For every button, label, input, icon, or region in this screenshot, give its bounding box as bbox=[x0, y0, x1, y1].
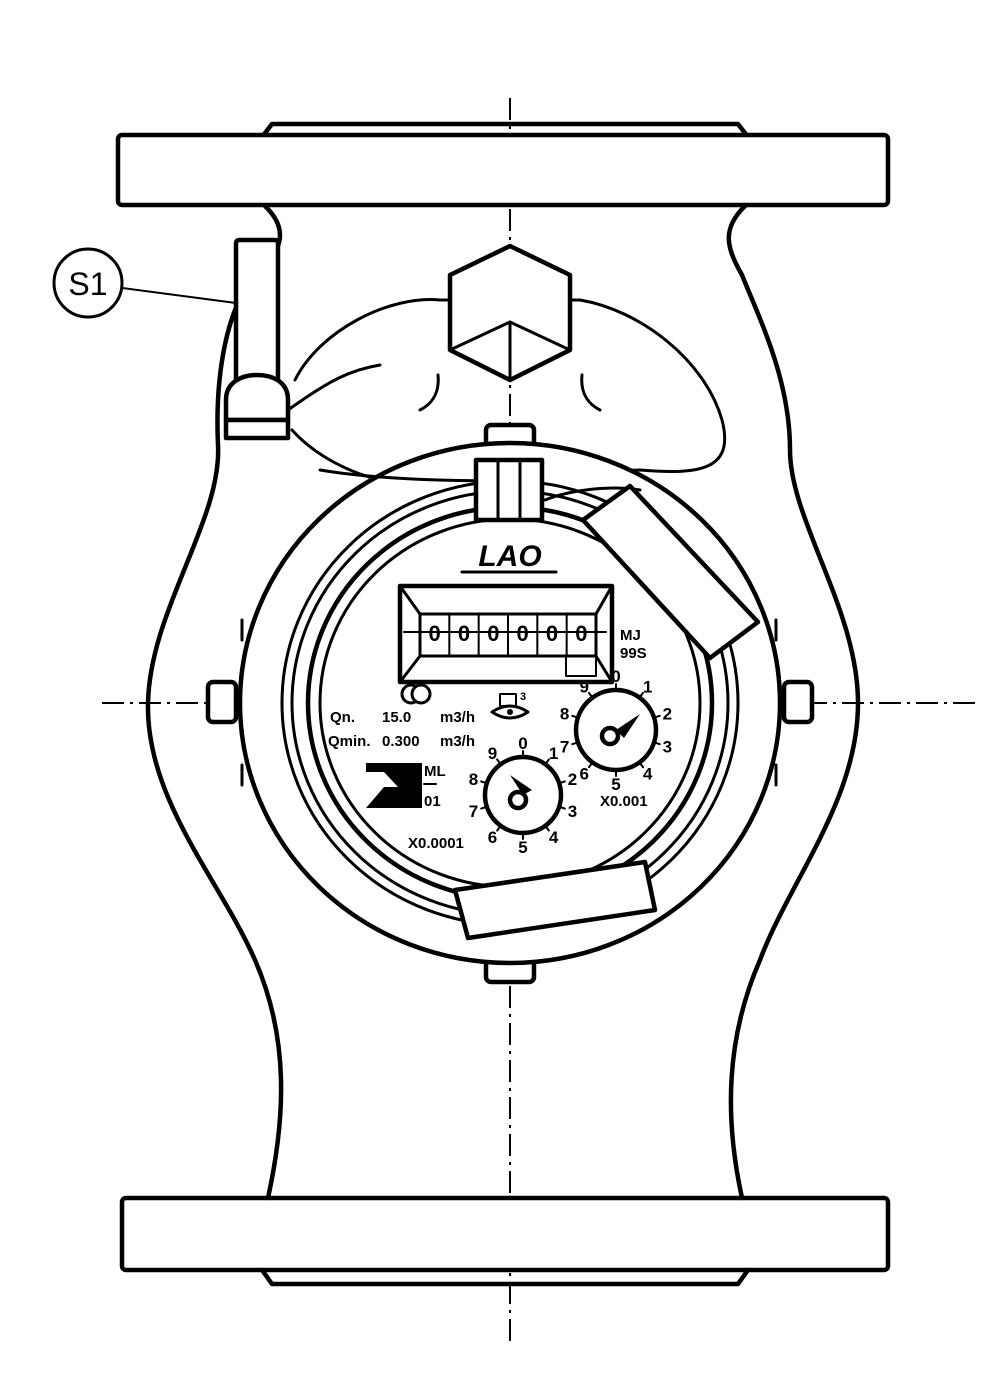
qmin-label: Qmin. bbox=[328, 733, 371, 750]
dial-tick bbox=[480, 805, 488, 810]
top-flange bbox=[115, 121, 891, 208]
class-mark-line1: ML bbox=[424, 763, 446, 780]
bottom-flange bbox=[119, 1195, 891, 1287]
side-lugs bbox=[205, 618, 815, 787]
dial-tick bbox=[558, 805, 566, 810]
eye-symbol-icon bbox=[490, 704, 530, 720]
dial-number: 0 bbox=[518, 734, 527, 753]
s1-part bbox=[223, 237, 382, 441]
dial-tick bbox=[544, 758, 550, 766]
dial-tick bbox=[587, 761, 594, 769]
dial-number: 1 bbox=[549, 744, 558, 763]
inlet-nut bbox=[290, 243, 727, 482]
dial-small-pointer bbox=[510, 775, 532, 795]
dial-number: 4 bbox=[643, 765, 653, 784]
qn-value: 15.0 bbox=[382, 709, 411, 726]
brand-logo: LAO bbox=[460, 540, 558, 574]
dial-number: 6 bbox=[580, 765, 589, 784]
lid-hinge bbox=[318, 457, 642, 523]
dial-tick bbox=[571, 741, 579, 746]
register-unit-code: 99S bbox=[620, 645, 647, 662]
calibration-mark-icon bbox=[400, 683, 432, 705]
qmin-value: 0.300 bbox=[382, 733, 420, 750]
cubic-meter-symbol-icon: 3 bbox=[499, 691, 526, 707]
svg-text:3: 3 bbox=[520, 691, 526, 703]
lid-tab-bottom bbox=[452, 859, 658, 941]
approval-mark-icon: ML 01 bbox=[366, 763, 446, 810]
register-digit: 0 bbox=[546, 621, 558, 646]
dial-large-multiplier: X0.001 bbox=[600, 793, 648, 810]
dial-tick bbox=[638, 691, 645, 699]
lid-tab-right bbox=[580, 483, 761, 661]
qmin-unit: m3/h bbox=[440, 733, 475, 750]
s1-callout-circle bbox=[52, 247, 124, 319]
s1-callout: S1 bbox=[52, 247, 237, 319]
dial-number: 8 bbox=[560, 704, 569, 723]
dial-number: 6 bbox=[488, 828, 497, 847]
dial-tick bbox=[558, 780, 566, 785]
s1-leader-line bbox=[121, 287, 237, 304]
dial-tick bbox=[653, 741, 661, 746]
register-digit: 0 bbox=[487, 621, 499, 646]
dial-tick bbox=[480, 780, 488, 785]
dial-number: 2 bbox=[568, 770, 577, 789]
s1-callout-label: S1 bbox=[68, 266, 107, 302]
register-digit: 0 bbox=[458, 621, 470, 646]
qn-unit: m3/h bbox=[440, 709, 475, 726]
dial-number: 8 bbox=[469, 770, 478, 789]
dial-small-multiplier: X0.0001 bbox=[408, 835, 464, 852]
dial-number: 9 bbox=[580, 677, 589, 696]
dial-tick bbox=[496, 758, 502, 766]
dial-number: 3 bbox=[568, 802, 577, 821]
dial-number: 9 bbox=[488, 744, 497, 763]
dial-number: 5 bbox=[611, 775, 620, 794]
dial-number: 3 bbox=[663, 738, 672, 757]
dial-tick bbox=[571, 714, 579, 719]
register-digit: 0 bbox=[429, 621, 441, 646]
register-digit: 0 bbox=[575, 621, 587, 646]
register-unit-mj: MJ bbox=[620, 627, 641, 644]
dial-tick bbox=[544, 824, 550, 832]
dial-tick bbox=[653, 714, 661, 719]
dial-number: 1 bbox=[643, 677, 652, 696]
qn-label: Qn. bbox=[330, 709, 355, 726]
dial-number: 4 bbox=[549, 828, 559, 847]
dial-large-pointer bbox=[616, 714, 640, 738]
dial-number: 7 bbox=[469, 802, 478, 821]
dial-number: 2 bbox=[663, 704, 672, 723]
dial-tick bbox=[638, 761, 645, 769]
flow-specs: Qn. 15.0 m3/h Qmin. 0.300 m3/h bbox=[328, 709, 475, 750]
dial-number: 0 bbox=[611, 667, 620, 686]
dial-tick bbox=[587, 691, 594, 699]
register-digit: 0 bbox=[517, 621, 529, 646]
dial-number: 7 bbox=[560, 738, 569, 757]
class-mark-line2: 01 bbox=[424, 793, 441, 810]
dial-tick bbox=[496, 824, 502, 832]
dial-number: 5 bbox=[518, 838, 527, 857]
brand-logo-text: LAO bbox=[478, 540, 541, 573]
